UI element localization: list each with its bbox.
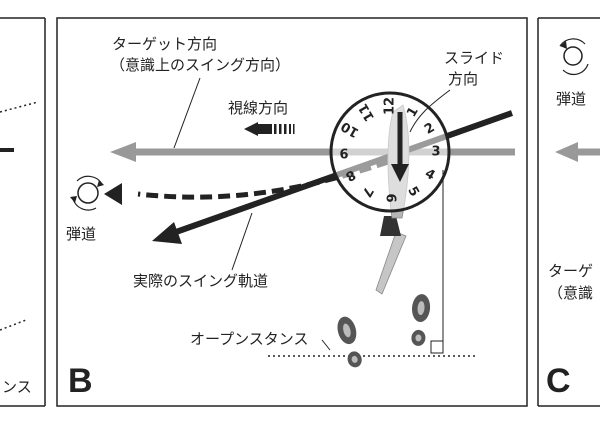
panel-left-dotted-upper: [0, 101, 39, 113]
panel-left-label-fragment: ンス: [2, 378, 32, 396]
gaze-direction-arrowhead: [244, 122, 258, 136]
club-grip: [380, 216, 401, 236]
slide-leader-curve: [409, 89, 451, 133]
trajectory-label: 弾道: [66, 225, 96, 243]
panel-b: ターゲット方向 （意識上のスイング方向） 視線方向 実際のスイング軌道: [56, 17, 528, 407]
panel-c-letter: C: [546, 362, 571, 400]
footprint-right: [411, 294, 431, 346]
target-label-line2: （意識上のスイング方向）: [110, 56, 290, 74]
gaze-direction-label: 視線方向: [228, 99, 288, 117]
panel-c: 弾道 ターゲ （意識 C: [537, 17, 600, 407]
footprint-left: [337, 316, 362, 368]
panel-c-ball-spin-icon: [559, 38, 589, 76]
clock-number-9: 9: [339, 145, 348, 160]
swing-path-label: 実際のスイング軌道: [133, 272, 268, 290]
panel-c-gray-arrowhead: [555, 142, 578, 162]
target-label-line1: ターゲット方向: [112, 35, 217, 53]
open-stance-leader: [321, 339, 331, 351]
clock-number-6: 6: [383, 193, 398, 202]
panel-left: ンス: [0, 17, 46, 407]
swing-path-arrowhead: [152, 222, 182, 244]
swing-path-leader-line: [231, 212, 253, 271]
slide-label-line2: 方向: [448, 70, 478, 88]
panel-c-trajectory-label: 弾道: [556, 90, 586, 108]
clock-number-3: 3: [431, 145, 440, 160]
panel-c-target-fragment-1: ターゲ: [548, 262, 593, 280]
target-direction-arrowhead: [110, 142, 136, 162]
panel-b-frame: [56, 17, 528, 407]
clock-number-12: 12: [383, 97, 398, 115]
panel-c-target-fragment-2: （意識: [548, 284, 593, 302]
club-shaft: [375, 231, 407, 295]
club-face-arrowhead: [391, 164, 409, 182]
panel-left-dotted-lower: [0, 319, 27, 331]
slide-label-line1: スライド: [444, 49, 504, 67]
gaze-arrow-dash-trail: [274, 124, 295, 134]
panel-b-letter: B: [68, 362, 93, 400]
ball-spin-icon: [70, 175, 104, 211]
ball-flight-arrowhead: [104, 183, 122, 205]
open-stance-label: オープンスタンス: [190, 330, 309, 348]
target-leader-line: [173, 77, 201, 149]
right-angle-marker: [430, 340, 444, 354]
gaze-arrow-body: [258, 124, 272, 134]
